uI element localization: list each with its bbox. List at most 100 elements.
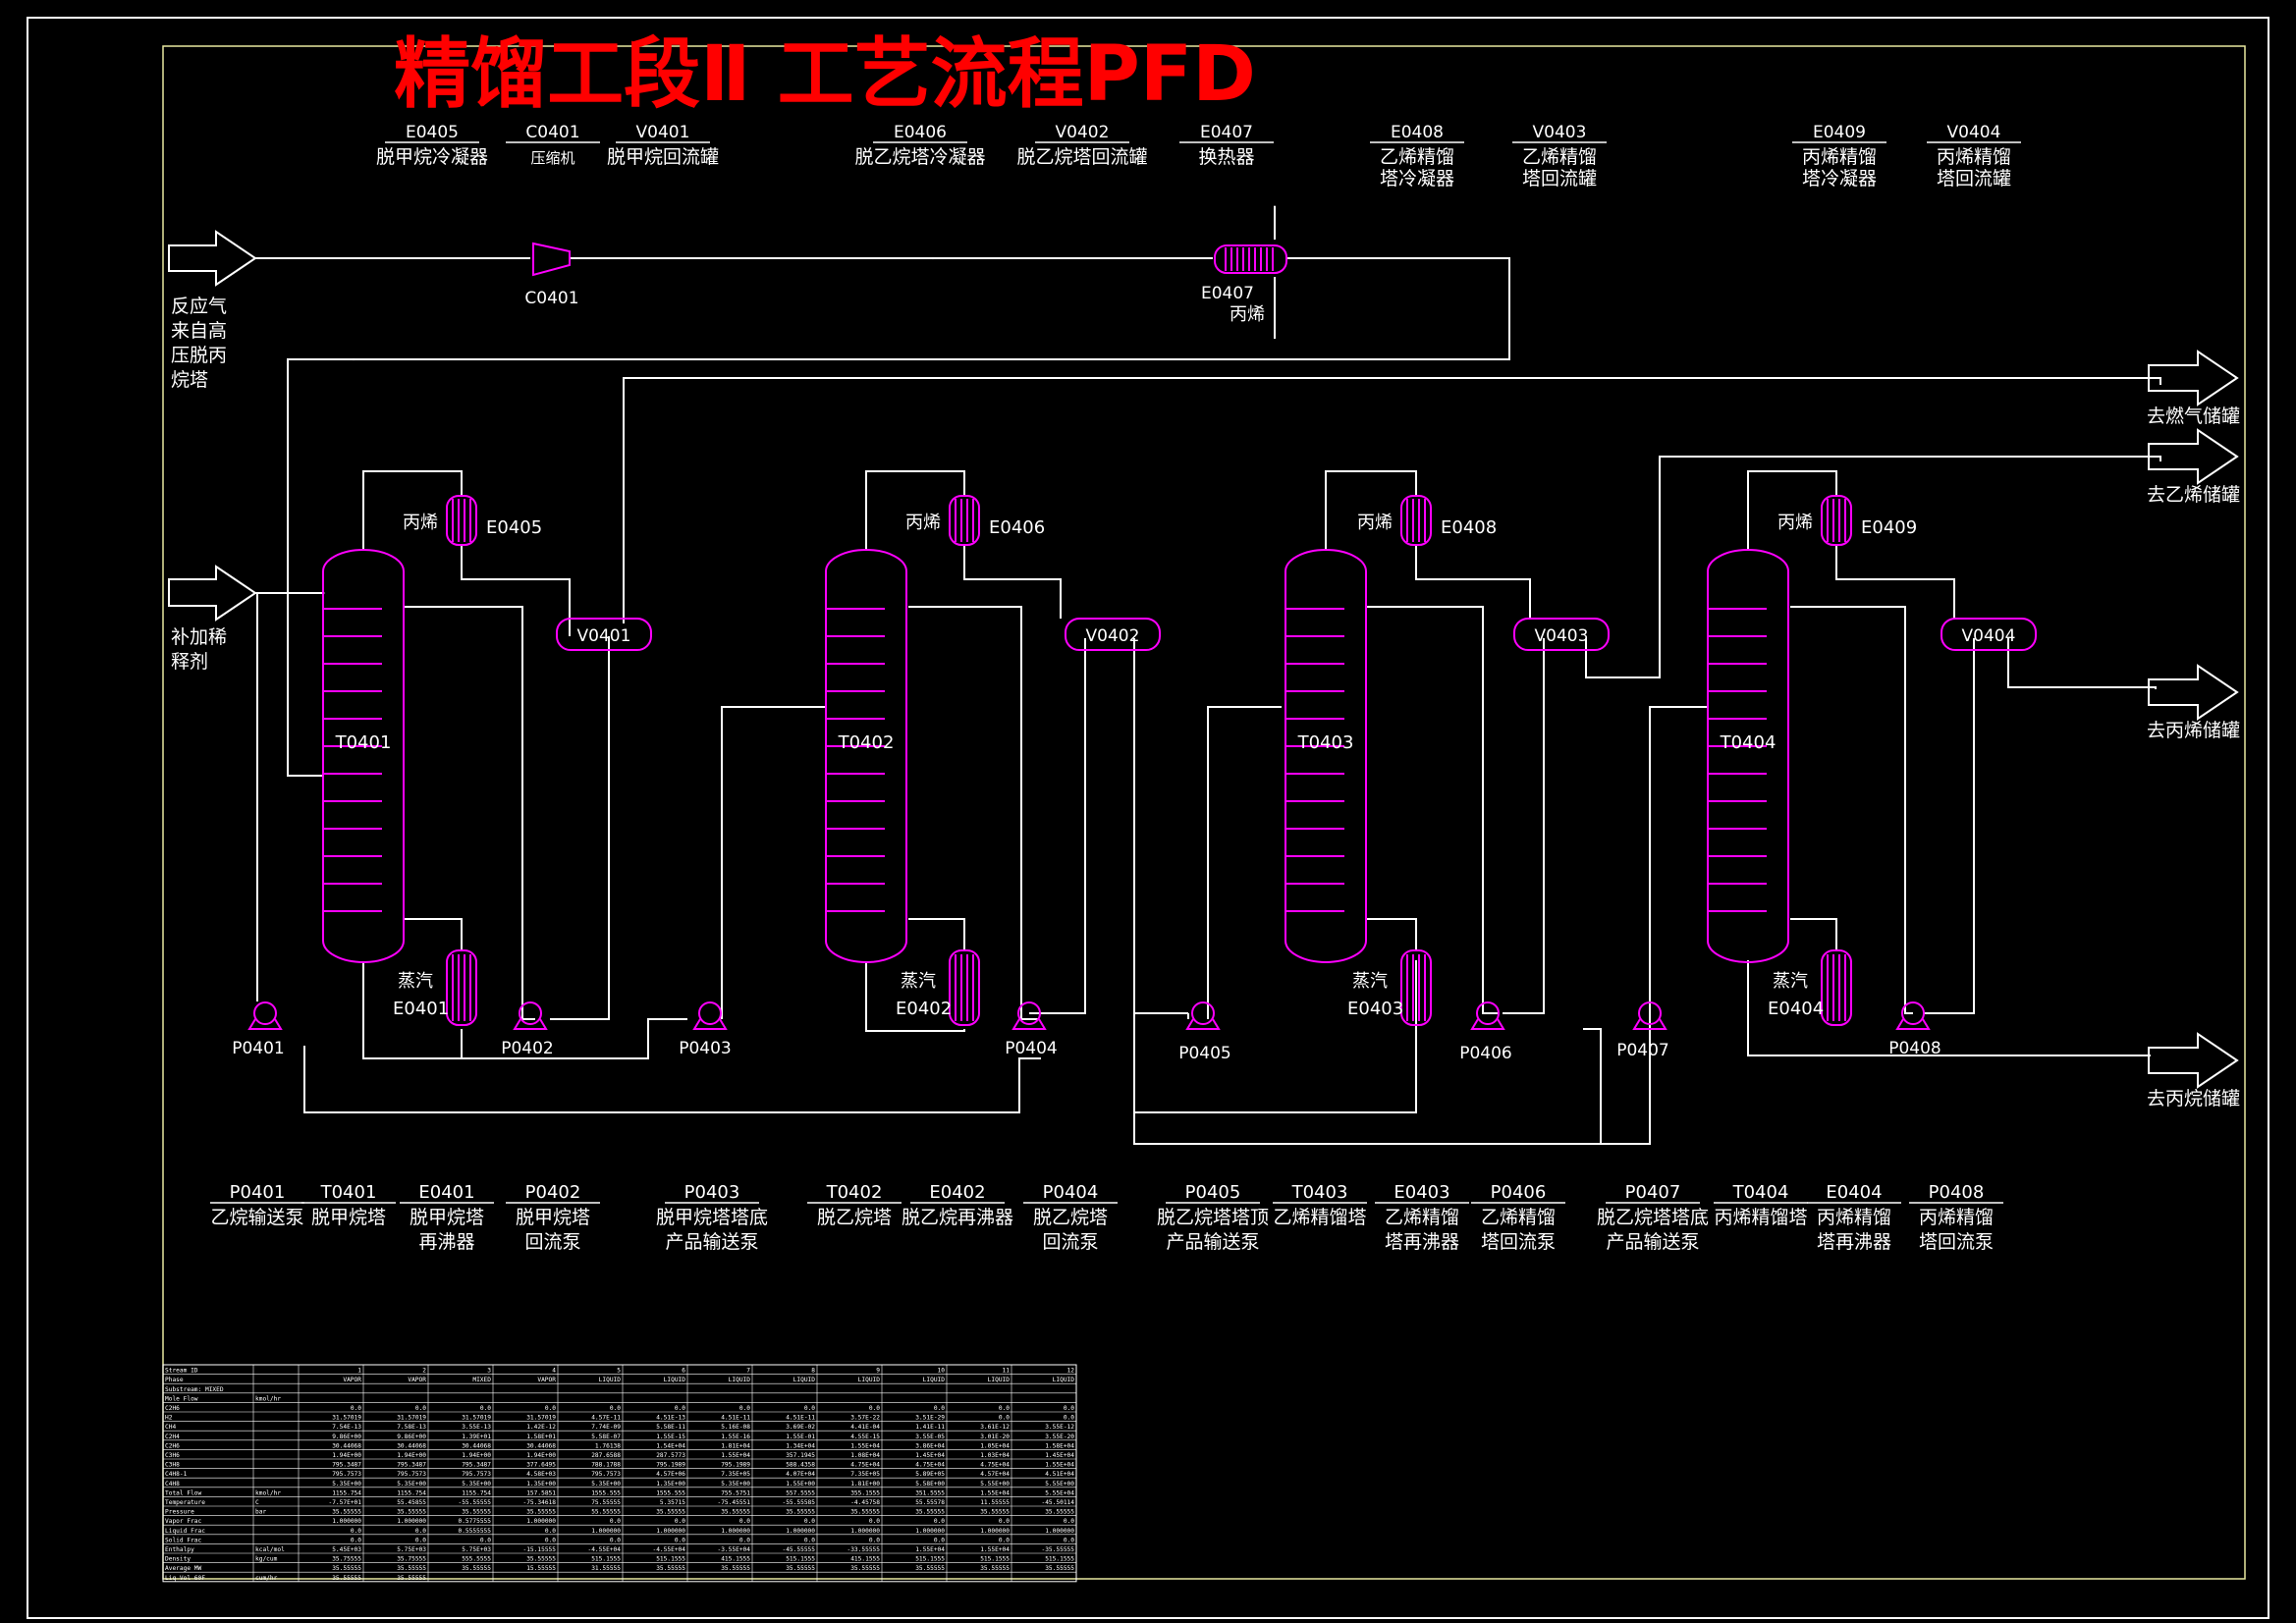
stream-table-cell: 1.94E+00 — [332, 1452, 361, 1459]
stream-table-cell: C2H6 — [165, 1442, 180, 1449]
stream-table-cell: 2 — [422, 1368, 426, 1375]
stream-table-cell: C3H8 — [165, 1462, 180, 1469]
stream-table-cell: 1.55E+04 — [850, 1442, 880, 1449]
stream-table-cell: 0.0 — [545, 1528, 556, 1535]
legend-name: 丙烯精馏塔 — [1714, 1207, 1807, 1228]
legend-name: 再沸器 — [418, 1231, 474, 1253]
stream-table-cell: 1.55E+04 — [980, 1489, 1010, 1496]
column-tag: T0404 — [1720, 732, 1777, 753]
stream-table-cell: 0.0 — [934, 1405, 945, 1412]
stream-table-cell: 5.55E+04 — [1045, 1489, 1074, 1496]
stream-table-cell: 0.0 — [351, 1537, 361, 1543]
stream-table-cell: 0.0 — [415, 1528, 426, 1535]
condenser — [949, 495, 980, 546]
stream-table-cell: 1.55E-01 — [786, 1434, 815, 1440]
stream-table-cell: 31.55555 — [591, 1565, 621, 1572]
legend-name: 塔再沸器 — [1385, 1231, 1459, 1253]
stream-table-cell: 1.05E+04 — [980, 1442, 1010, 1449]
stream-table-cell: 1155.754 — [462, 1489, 491, 1496]
legend-tag: E0403 — [1394, 1182, 1449, 1203]
stream-table-cell: bar — [255, 1509, 266, 1516]
reflux-drum — [1941, 618, 2037, 651]
pump-tag: P0403 — [679, 1039, 732, 1058]
stream-table-cell: 795.1989 — [721, 1462, 750, 1469]
stream-table-cell: 0.0 — [351, 1405, 361, 1412]
stream-table-cell: 35.55555 — [526, 1509, 556, 1516]
stream-table-cell: 0.5775555 — [458, 1518, 491, 1525]
stream-table-cell: -45.50114 — [1041, 1499, 1074, 1506]
legend-name: 塔冷凝器 — [1380, 168, 1454, 189]
stream-table-cell: 1.94E+00 — [526, 1452, 556, 1459]
reaction-gas-label: 压脱丙 — [171, 345, 227, 366]
pump — [1185, 1001, 1221, 1030]
propylene-label: 丙烯 — [905, 513, 941, 533]
stream-table-cell: 0.0 — [610, 1518, 621, 1525]
stream-table-cell: 5.35E+00 — [721, 1481, 750, 1488]
outlet-label: 去燃气储罐 — [2147, 406, 2240, 427]
stream-table-cell: 5.35E+00 — [397, 1481, 426, 1488]
stream-table-cell: 0.0 — [545, 1537, 556, 1543]
legend-name: 丙烯精馏 — [1802, 146, 1877, 168]
stream-table-cell: 3.01E-20 — [980, 1434, 1010, 1440]
legend-name: 脱甲烷塔 — [410, 1207, 484, 1228]
stream-table-cell: Total Flow — [165, 1489, 202, 1496]
reflux-drum — [1513, 618, 1610, 651]
stream-table-cell: 5.55E+00 — [1045, 1481, 1074, 1488]
condenser-tag: E0405 — [486, 517, 542, 538]
stream-table-cell: 1.000000 — [397, 1518, 426, 1525]
reaction-gas-label: 烷塔 — [171, 369, 208, 391]
legend-tag: V0401 — [636, 123, 690, 142]
stream-table-cell: 1.81E+04 — [721, 1442, 750, 1449]
stream-table-cell: Temperature — [165, 1499, 205, 1506]
stream-table-cell: 15.55555 — [526, 1565, 556, 1572]
condenser-tag: E0409 — [1861, 517, 1917, 538]
stream-table-cell: 1.35E+00 — [526, 1481, 556, 1488]
stream-table-cell: 0.0 — [610, 1537, 621, 1543]
legend-tag: V0402 — [1056, 123, 1110, 142]
condenser-tag: E0406 — [989, 517, 1045, 538]
stream-table-cell: kg/cum — [255, 1556, 278, 1563]
stream-table-cell: 55.55578 — [915, 1499, 945, 1506]
stream-table-cell: 1.39E+01 — [462, 1434, 491, 1440]
legend-name: 乙烯精馏 — [1380, 146, 1454, 168]
stream-table-cell: C2H6 — [165, 1405, 180, 1412]
stream-table-cell: 35.55555 — [915, 1509, 945, 1516]
stream-table-cell: 9.86E+00 — [397, 1434, 426, 1440]
stream-table-cell: 10 — [938, 1368, 946, 1375]
stream-table-cell: 515.1555 — [786, 1556, 815, 1563]
stream-table-cell: 5.58E-11 — [656, 1424, 685, 1431]
outlet-arrow — [2148, 428, 2239, 485]
reaction-gas-label: 来自高 — [171, 320, 227, 342]
outlet-label: 去丙烯储罐 — [2147, 720, 2240, 741]
stream-table-cell: 351.5555 — [915, 1489, 945, 1496]
stream-table-cell: Liq Vol 60F — [165, 1575, 205, 1582]
stream-table-cell: 30.44068 — [397, 1442, 426, 1449]
stream-table-cell: cum/hr — [255, 1575, 278, 1582]
stream-table-cell: 1.58E+01 — [526, 1434, 556, 1440]
legend-name: 脱甲烷回流罐 — [607, 146, 719, 168]
stream-table-cell: 35.75555 — [397, 1556, 426, 1563]
propylene-label: 丙烯 — [1230, 304, 1265, 325]
column-tag: T0401 — [335, 732, 392, 753]
stream-table-cell: 1.45E+04 — [1045, 1452, 1074, 1459]
stream-table-cell: 0.0 — [1064, 1537, 1074, 1543]
stream-table-cell: 35.55555 — [721, 1509, 750, 1516]
legend-name: 乙烷输送泵 — [210, 1207, 303, 1228]
legend-tag: P0403 — [684, 1182, 740, 1203]
reboiler — [949, 949, 980, 1026]
stream-table-cell: 7.54E-13 — [332, 1424, 361, 1431]
stream-table-cell: 30.44068 — [332, 1442, 361, 1449]
stream-table-cell: 9 — [876, 1368, 880, 1375]
stream-table-cell: C4H8-1 — [165, 1471, 188, 1478]
stream-table-cell: -15.15555 — [522, 1546, 556, 1553]
